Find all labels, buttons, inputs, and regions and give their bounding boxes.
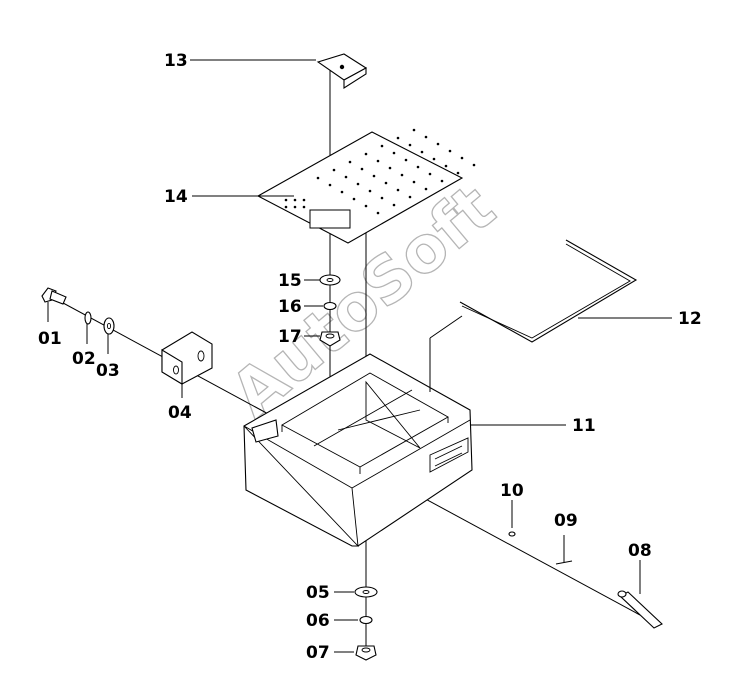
part-01-bolt [41, 287, 67, 305]
perforation-dot [380, 144, 384, 148]
perforation-dot [428, 172, 432, 176]
perforation-dot [444, 164, 448, 168]
perforation-dot [356, 182, 360, 186]
perforation-dot [392, 203, 396, 207]
perforation-dot [284, 198, 288, 202]
perforation-dot [432, 157, 436, 161]
callout-15: 15 [278, 271, 302, 291]
perforation-dot [460, 156, 464, 160]
perforation-dot [380, 196, 384, 200]
part-10-pin [508, 531, 516, 537]
part-05-washer [354, 586, 378, 598]
perforation-dot [408, 143, 412, 147]
perforation-dot [302, 205, 306, 209]
perforation-dot [412, 180, 416, 184]
perforation-dot [384, 181, 388, 185]
callout-06: 06 [306, 611, 330, 631]
perforation-dot [364, 204, 368, 208]
callout-11: 11 [572, 416, 596, 436]
leader-lines [47, 59, 672, 653]
part-13-clip [316, 53, 368, 90]
part-04-bracket [161, 331, 213, 385]
callout-09: 09 [554, 511, 578, 531]
perforation-dot [388, 166, 392, 170]
perforation-dot [448, 149, 452, 153]
callout-04: 04 [168, 403, 192, 423]
callout-05: 05 [306, 583, 330, 603]
perforation-dot [396, 188, 400, 192]
perforation-dot [340, 190, 344, 194]
perforation-dot [332, 168, 336, 172]
perforation-dot [436, 142, 440, 146]
part-16-lock-washer [323, 301, 337, 311]
part-03-washer [103, 317, 115, 335]
part-14-cover-plate [256, 128, 476, 244]
perforation-dot [293, 205, 297, 209]
part-02-lock-washer [84, 311, 92, 325]
perforation-dot [400, 173, 404, 177]
callout-13: 13 [164, 51, 188, 71]
perforation-dot [440, 179, 444, 183]
callout-08: 08 [628, 541, 652, 561]
perforation-dot [416, 165, 420, 169]
callout-16: 16 [278, 297, 302, 317]
perforation-dot [284, 205, 288, 209]
callout-12: 12 [678, 309, 702, 329]
perforation-dot [360, 167, 364, 171]
perforation-dot [420, 150, 424, 154]
perforation-dot [316, 176, 320, 180]
perforation-dot [348, 160, 352, 164]
callout-02: 02 [72, 349, 96, 369]
part-11-box [243, 315, 473, 548]
perforation-dot [472, 163, 476, 167]
perforation-dot [408, 195, 412, 199]
part-07-nut [355, 645, 377, 661]
perforation-dot [376, 159, 380, 163]
perforation-dot [424, 187, 428, 191]
perforation-dot [412, 128, 416, 132]
perforation-dot [372, 174, 376, 178]
perforation-dot [376, 211, 380, 215]
perforation-dot [352, 197, 356, 201]
callout-01: 01 [38, 329, 62, 349]
part-09-cotter-pin [555, 535, 573, 565]
callout-10: 10 [500, 481, 524, 501]
perforation-dot [302, 198, 306, 202]
part-08-pin [617, 590, 663, 629]
callout-03: 03 [96, 361, 120, 381]
part-12-rod [459, 239, 638, 343]
perforation-dot [368, 189, 372, 193]
perforation-dot [396, 136, 400, 140]
perforation-dot [364, 152, 368, 156]
part-17-nut [319, 331, 341, 347]
perforation-dot [392, 151, 396, 155]
perforation-dot [344, 175, 348, 179]
perforation-dot [456, 171, 460, 175]
part-15-washer [319, 274, 341, 286]
perforation-dot [293, 198, 297, 202]
perforation-dot [424, 135, 428, 139]
perforation-dot [328, 183, 332, 187]
perforation-dot [404, 158, 408, 162]
part-06-lock-washer [359, 615, 373, 625]
callout-17: 17 [278, 327, 302, 347]
callout-07: 07 [306, 643, 330, 663]
callout-14: 14 [164, 187, 188, 207]
